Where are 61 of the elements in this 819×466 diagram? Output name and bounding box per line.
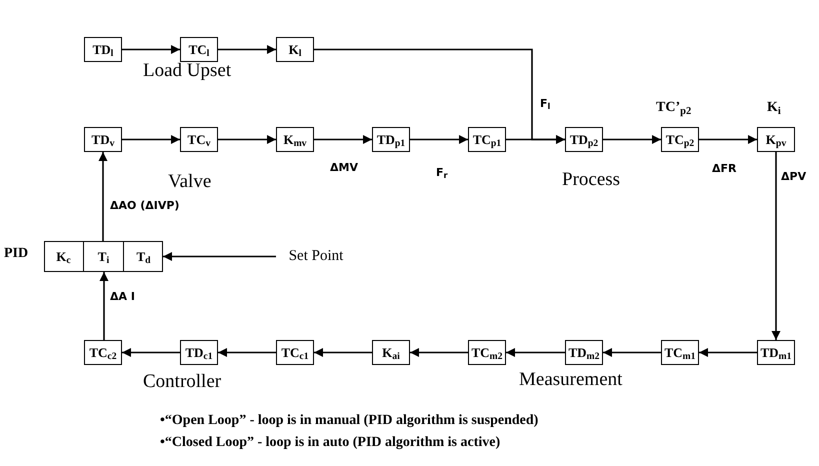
arrow [218,348,276,357]
block-box: TD$_{m2}$ [565,340,603,365]
arrow [410,135,468,144]
block-caption: TC’$_{p2}$ [656,101,692,115]
block-box: TC$_{p1}$ [468,127,506,152]
block-caption: K$_{i}$ [767,101,781,115]
block-box: TD$_{m1}$ [757,340,795,365]
block-box: TC$_{c1}$ [276,340,314,365]
edge-label: F$_{l}$ [540,98,550,109]
arrow [163,252,276,261]
block-box: TD$_{p1}$ [372,127,410,152]
section-label: Valve [168,172,212,191]
arrow [100,272,108,340]
note-text: •“Closed Loop” - loop is in auto (PID algorithm is active) [160,436,500,450]
pid-cell: T$_{i}$ [84,241,124,272]
block-box: K$_{pv}$ [757,127,795,152]
block-box: TC$_{p2}$ [661,127,699,152]
edge-label: ΔMV [330,162,358,173]
block-box: TC$_{v}$ [180,127,218,152]
arrow [98,152,108,241]
arrow [506,348,565,357]
note-text: •“Open Loop” - loop is in manual (PID algorithm is suspended) [160,414,538,428]
arrow [314,135,372,144]
edge-label: ΔAO (ΔIVP) [110,200,180,211]
pid-block [44,241,163,272]
arrow [506,135,565,144]
pid-cell: T$_{d}$ [124,241,163,272]
section-label: Process [562,170,620,189]
section-label: Load Upset [143,61,232,80]
pid-cell: K$_{c}$ [44,241,84,272]
block-box: TC$_{c2}$ [84,340,122,365]
block-caption: PID [4,247,28,261]
arrow [603,348,661,357]
block-box: TD$_{c1}$ [180,340,218,365]
edge-label: ΔA I [110,291,135,302]
arrow [314,348,372,357]
arrow [218,45,276,54]
edge-label: ΔFR [712,163,736,174]
edge-label: ΔPV [781,171,806,182]
arrow [122,135,180,144]
arrow [122,348,180,357]
arrow [603,135,661,144]
block-box: K$_{ai}$ [372,340,410,365]
arrow [699,348,757,357]
arrow [772,152,780,340]
arrow [410,348,468,357]
arrow [699,135,757,144]
block-box: K$_{mv}$ [276,127,314,152]
block-box: TC$_{m1}$ [661,340,699,365]
set-point-label: Set Point [276,245,356,267]
section-label: Controller [143,372,222,391]
block-box: TD$_{l}$ [84,37,122,62]
arrow [218,135,276,144]
block-box: TD$_{p2}$ [565,127,603,152]
block-box: K$_{l}$ [276,37,314,62]
arrow [122,45,180,54]
block-box: TC$_{l}$ [180,37,218,62]
block-box: TD$_{v}$ [84,127,122,152]
section-label: Measurement [519,370,622,389]
edge-label: F$_{r}$ [436,167,448,178]
block-box: TC$_{m2}$ [468,340,506,365]
